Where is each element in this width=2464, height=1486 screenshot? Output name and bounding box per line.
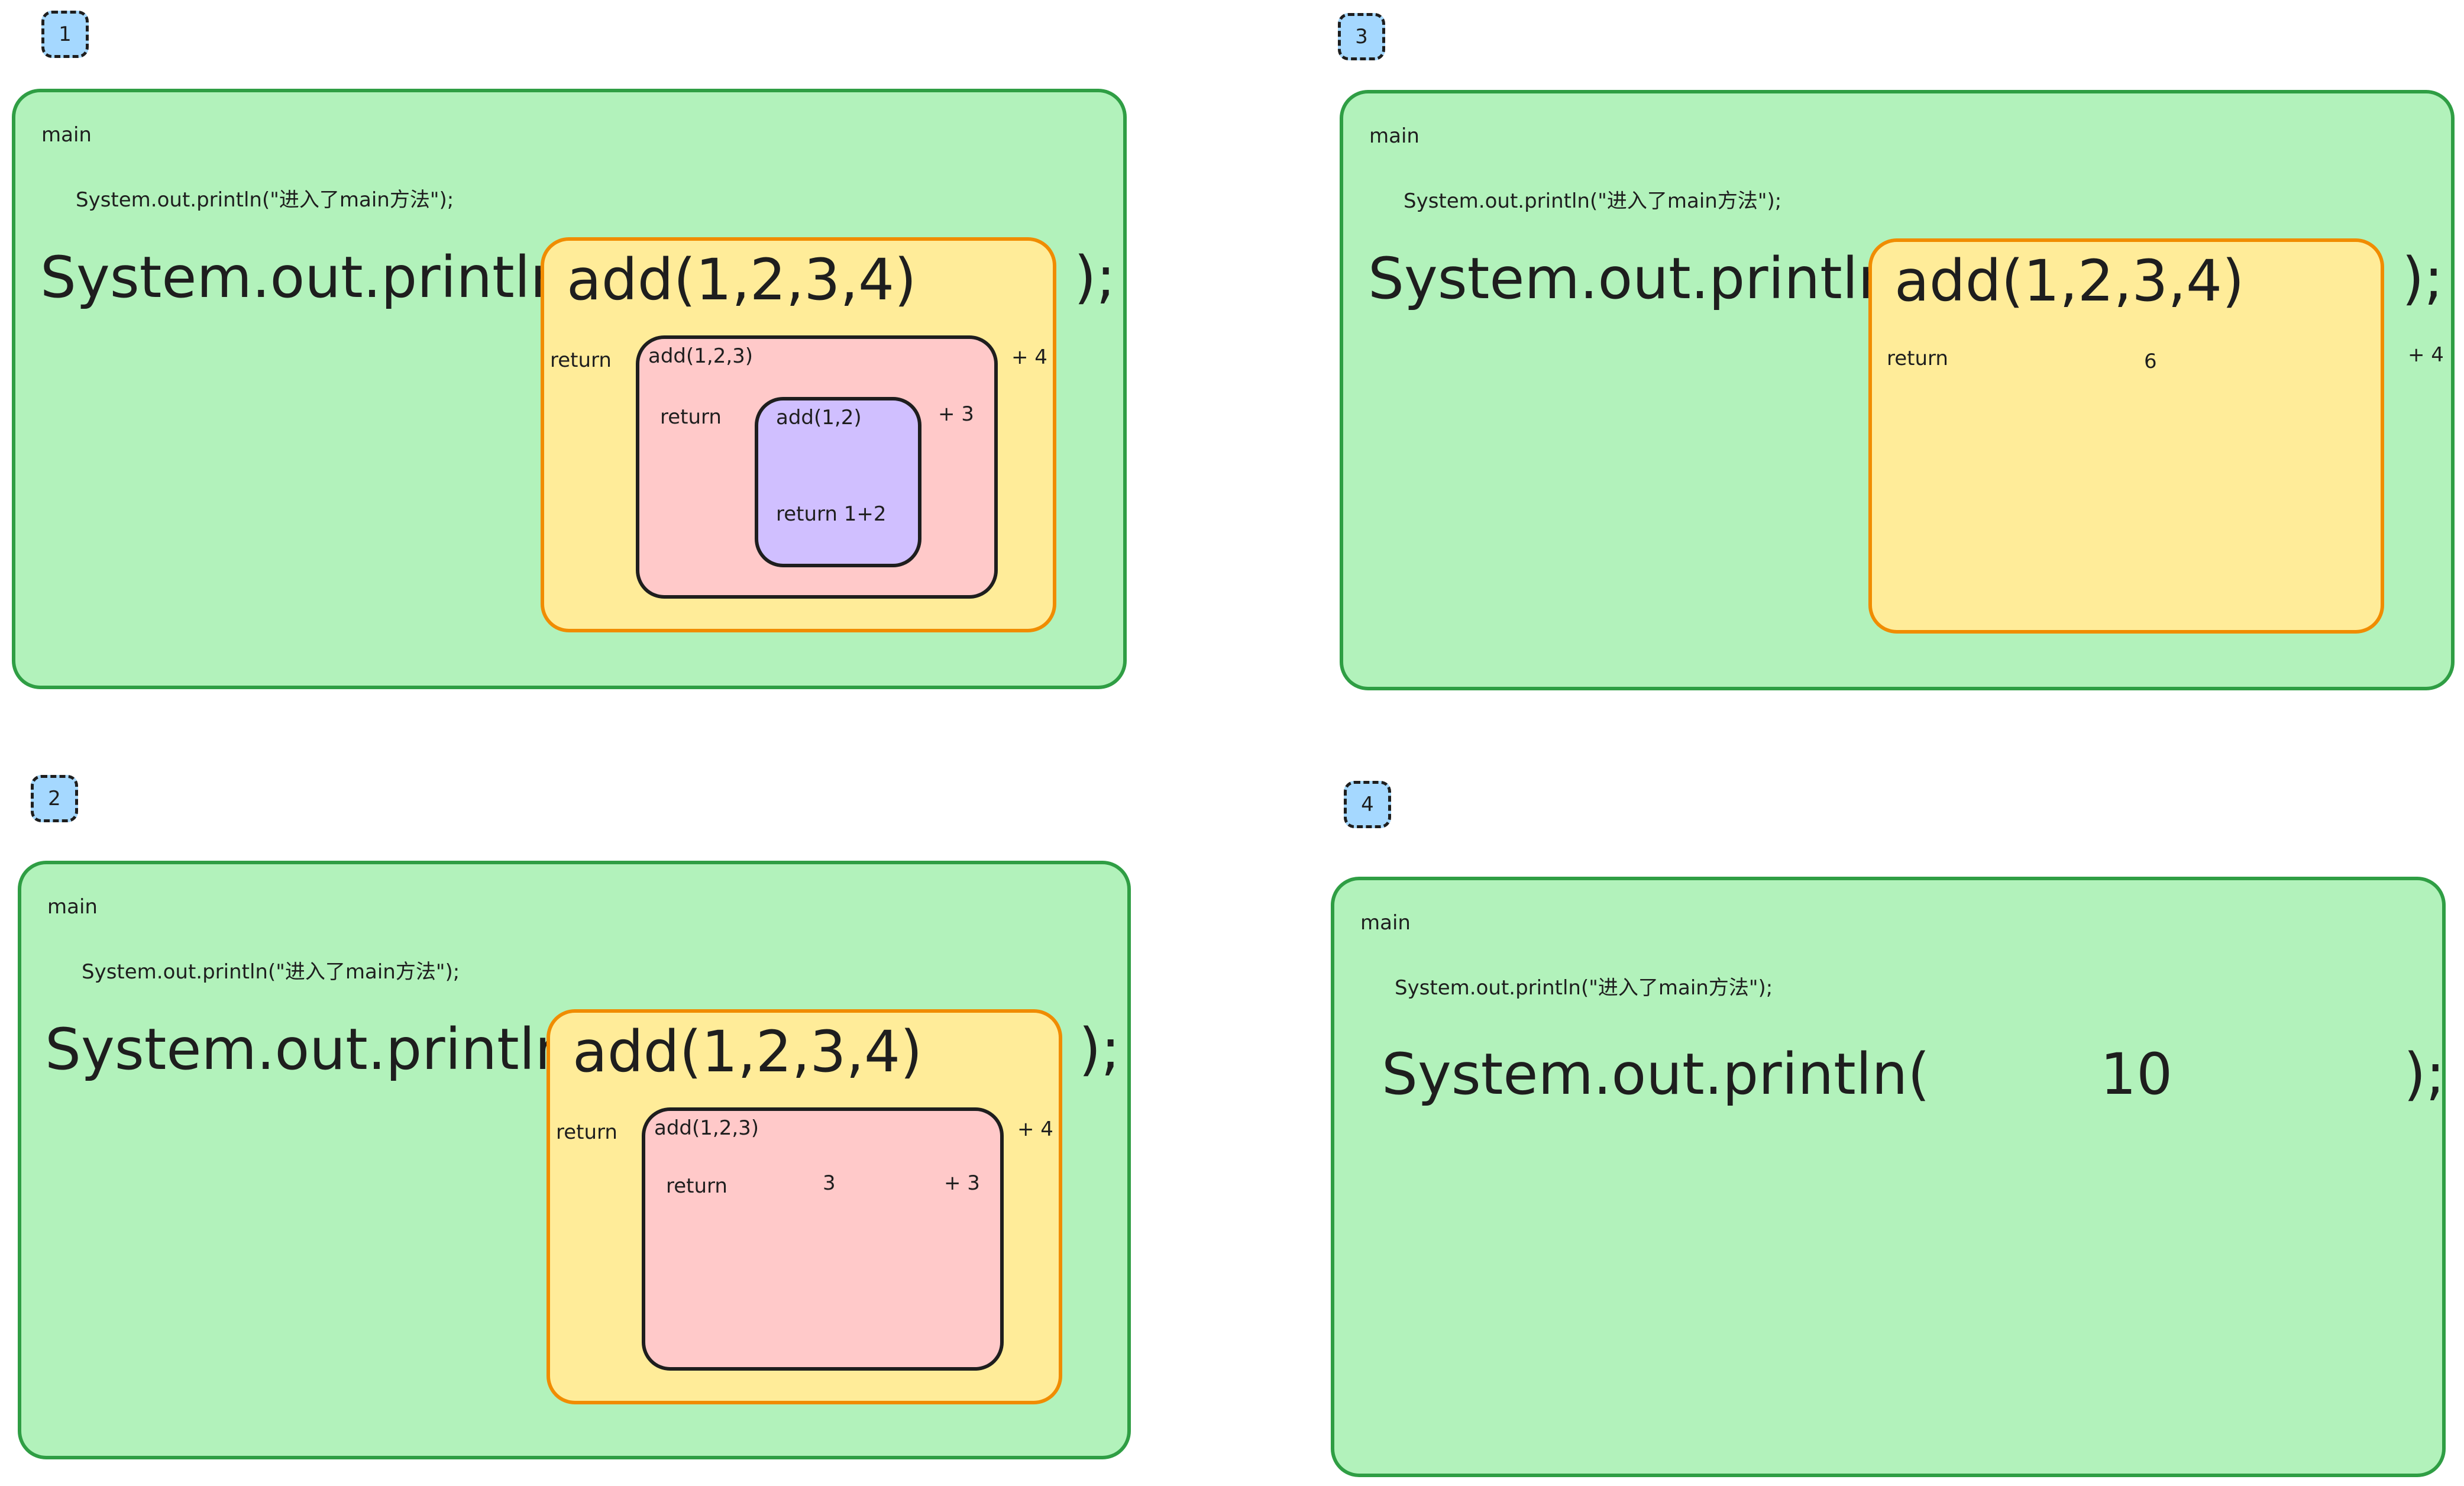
add-12-frame: add(1,2) return 1+2 (755, 397, 921, 567)
add-123-frame: add(1,2,3) return 3 + 3 (642, 1107, 1004, 1371)
returned-value: 3 (823, 1171, 836, 1195)
main-label: main (1369, 124, 1419, 148)
step-badge-4: 4 (1344, 781, 1391, 828)
println-call-suffix: ); (2404, 1041, 2445, 1107)
plus-four: + 4 (1017, 1117, 1053, 1141)
inner-return-label: return (666, 1174, 727, 1198)
step-number: 1 (59, 22, 72, 46)
step-number: 4 (1361, 793, 1374, 816)
return-label: return (1887, 347, 1948, 370)
main-label: main (1360, 911, 1411, 935)
add-12-call: add(1,2) (776, 406, 862, 429)
innermost-return: return 1+2 (776, 502, 887, 526)
main-frame-3: main System.out.println("进入了main方法"); Sy… (1340, 90, 2455, 690)
println-call-suffix: ); (2402, 245, 2443, 312)
plus-three: + 3 (944, 1171, 980, 1195)
println-call-suffix: ); (1079, 1016, 1120, 1083)
step-badge-3: 3 (1338, 13, 1385, 60)
add-1234-call: add(1,2,3,4) (567, 247, 917, 313)
step-badge-1: 1 (41, 11, 89, 58)
main-label: main (47, 895, 98, 919)
plus-four: + 4 (2408, 343, 2444, 367)
result-value: 10 (2100, 1041, 2173, 1107)
step-badge-2: 2 (31, 775, 78, 822)
add-1234-frame: add(1,2,3,4) return + 4 add(1,2,3) retur… (547, 1009, 1062, 1404)
add-123-call: add(1,2,3) (654, 1116, 759, 1140)
add-1234-frame: add(1,2,3,4) return + 4 add(1,2,3) retur… (541, 237, 1056, 632)
plus-three: + 3 (938, 402, 974, 426)
add-123-frame: add(1,2,3) return + 3 add(1,2) return 1+… (636, 335, 998, 599)
returned-value: 6 (2144, 350, 2157, 373)
main-frame-2: main System.out.println("进入了main方法"); Sy… (18, 861, 1131, 1459)
print-statement: System.out.println("进入了main方法"); (1395, 976, 1773, 1000)
main-label: main (41, 123, 92, 147)
step-number: 3 (1355, 25, 1368, 49)
println-call-prefix: System.out.println( (40, 244, 588, 311)
println-call-suffix: ); (1074, 244, 1115, 311)
inner-return-label: return (660, 405, 722, 429)
return-label: return (556, 1120, 617, 1144)
print-statement: System.out.println("进入了main方法"); (82, 960, 460, 984)
add-1234-call: add(1,2,3,4) (1894, 248, 2245, 314)
step-number: 2 (48, 787, 61, 810)
println-call-prefix: System.out.println( (1382, 1041, 1930, 1107)
add-123-call: add(1,2,3) (648, 344, 754, 368)
println-call-prefix: System.out.println( (1368, 245, 1916, 312)
println-call-prefix: System.out.println( (45, 1016, 593, 1083)
print-statement: System.out.println("进入了main方法"); (76, 188, 454, 212)
main-frame-1: main System.out.println("进入了main方法"); Sy… (12, 89, 1127, 689)
add-1234-frame: add(1,2,3,4) return 6 (1868, 238, 2384, 634)
print-statement: System.out.println("进入了main方法"); (1404, 189, 1782, 213)
plus-four: + 4 (1011, 345, 1047, 369)
add-1234-call: add(1,2,3,4) (573, 1019, 923, 1085)
return-label: return (550, 348, 612, 372)
main-frame-4: main System.out.println("进入了main方法"); Sy… (1331, 877, 2446, 1477)
